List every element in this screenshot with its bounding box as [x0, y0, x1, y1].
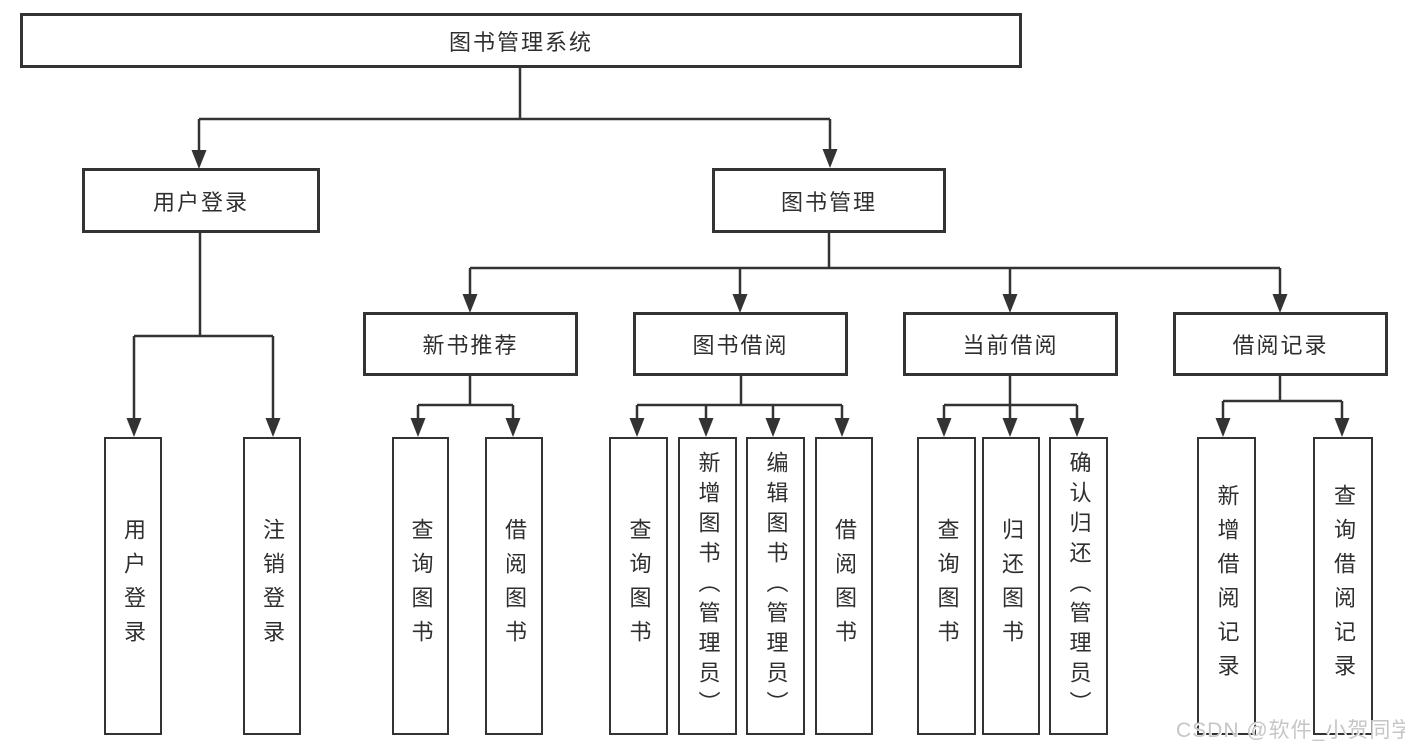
- leaf-user-login: 用户登录: [104, 437, 162, 735]
- node-current-borrowing: 当前借阅: [903, 312, 1118, 376]
- node-label: 查询图书: [408, 518, 434, 654]
- leaf-query-books-current: 查询图书: [917, 437, 976, 735]
- node-label: 用户登录: [121, 518, 146, 654]
- node-user-login-branch: 用户登录: [82, 168, 320, 233]
- node-label: 注销登录: [260, 518, 285, 654]
- leaf-return-book: 归还图书: [982, 437, 1040, 735]
- node-label: 图书管理: [780, 189, 877, 215]
- node-label: 新增借阅记录: [1214, 484, 1240, 688]
- leaf-add-borrow-record: 新增借阅记录: [1197, 437, 1256, 735]
- node-label: 图书管理系统: [448, 29, 593, 55]
- leaf-logout: 注销登录: [243, 437, 301, 735]
- leaf-query-books-recommend: 查询图书: [392, 437, 449, 735]
- leaf-borrow-books-borrowing: 借阅图书: [815, 437, 873, 735]
- node-label: 确认归还（管理员）: [1066, 451, 1092, 721]
- node-label: 查询图书: [626, 518, 652, 654]
- node-book-borrowing: 图书借阅: [633, 312, 848, 376]
- csdn-watermark: CSDN @软件_小贺同学: [1176, 719, 1405, 742]
- leaf-borrow-books-recommend: 借阅图书: [485, 437, 543, 735]
- node-book-management-branch: 图书管理: [712, 168, 946, 233]
- node-label: 当前借阅: [962, 333, 1059, 358]
- node-label: 借阅图书: [502, 518, 527, 654]
- leaf-query-borrow-record: 查询借阅记录: [1313, 437, 1373, 735]
- node-label: 借阅记录: [1232, 333, 1329, 358]
- leaf-edit-book-admin: 编辑图书（管理员）: [746, 437, 805, 735]
- node-new-book-recommend: 新书推荐: [363, 312, 578, 376]
- node-library-management-system: 图书管理系统: [20, 13, 1022, 68]
- node-label: 查询图书: [934, 518, 960, 654]
- node-label: 编辑图书（管理员）: [763, 451, 789, 721]
- node-label: 查询借阅记录: [1331, 484, 1356, 688]
- arrowheads: [126, 149, 1350, 437]
- node-label: 图书借阅: [692, 333, 789, 358]
- node-label: 借阅图书: [832, 518, 857, 654]
- node-borrowing-records: 借阅记录: [1173, 312, 1388, 376]
- node-label: 用户登录: [152, 189, 249, 215]
- node-label: 归还图书: [999, 518, 1024, 654]
- leaf-query-books-borrowing: 查询图书: [609, 437, 668, 735]
- node-label: 新书推荐: [422, 333, 519, 358]
- node-label: 新增图书（管理员）: [695, 451, 721, 721]
- leaf-confirm-return-admin: 确认归还（管理员）: [1049, 437, 1108, 735]
- leaf-add-book-admin: 新增图书（管理员）: [678, 437, 737, 735]
